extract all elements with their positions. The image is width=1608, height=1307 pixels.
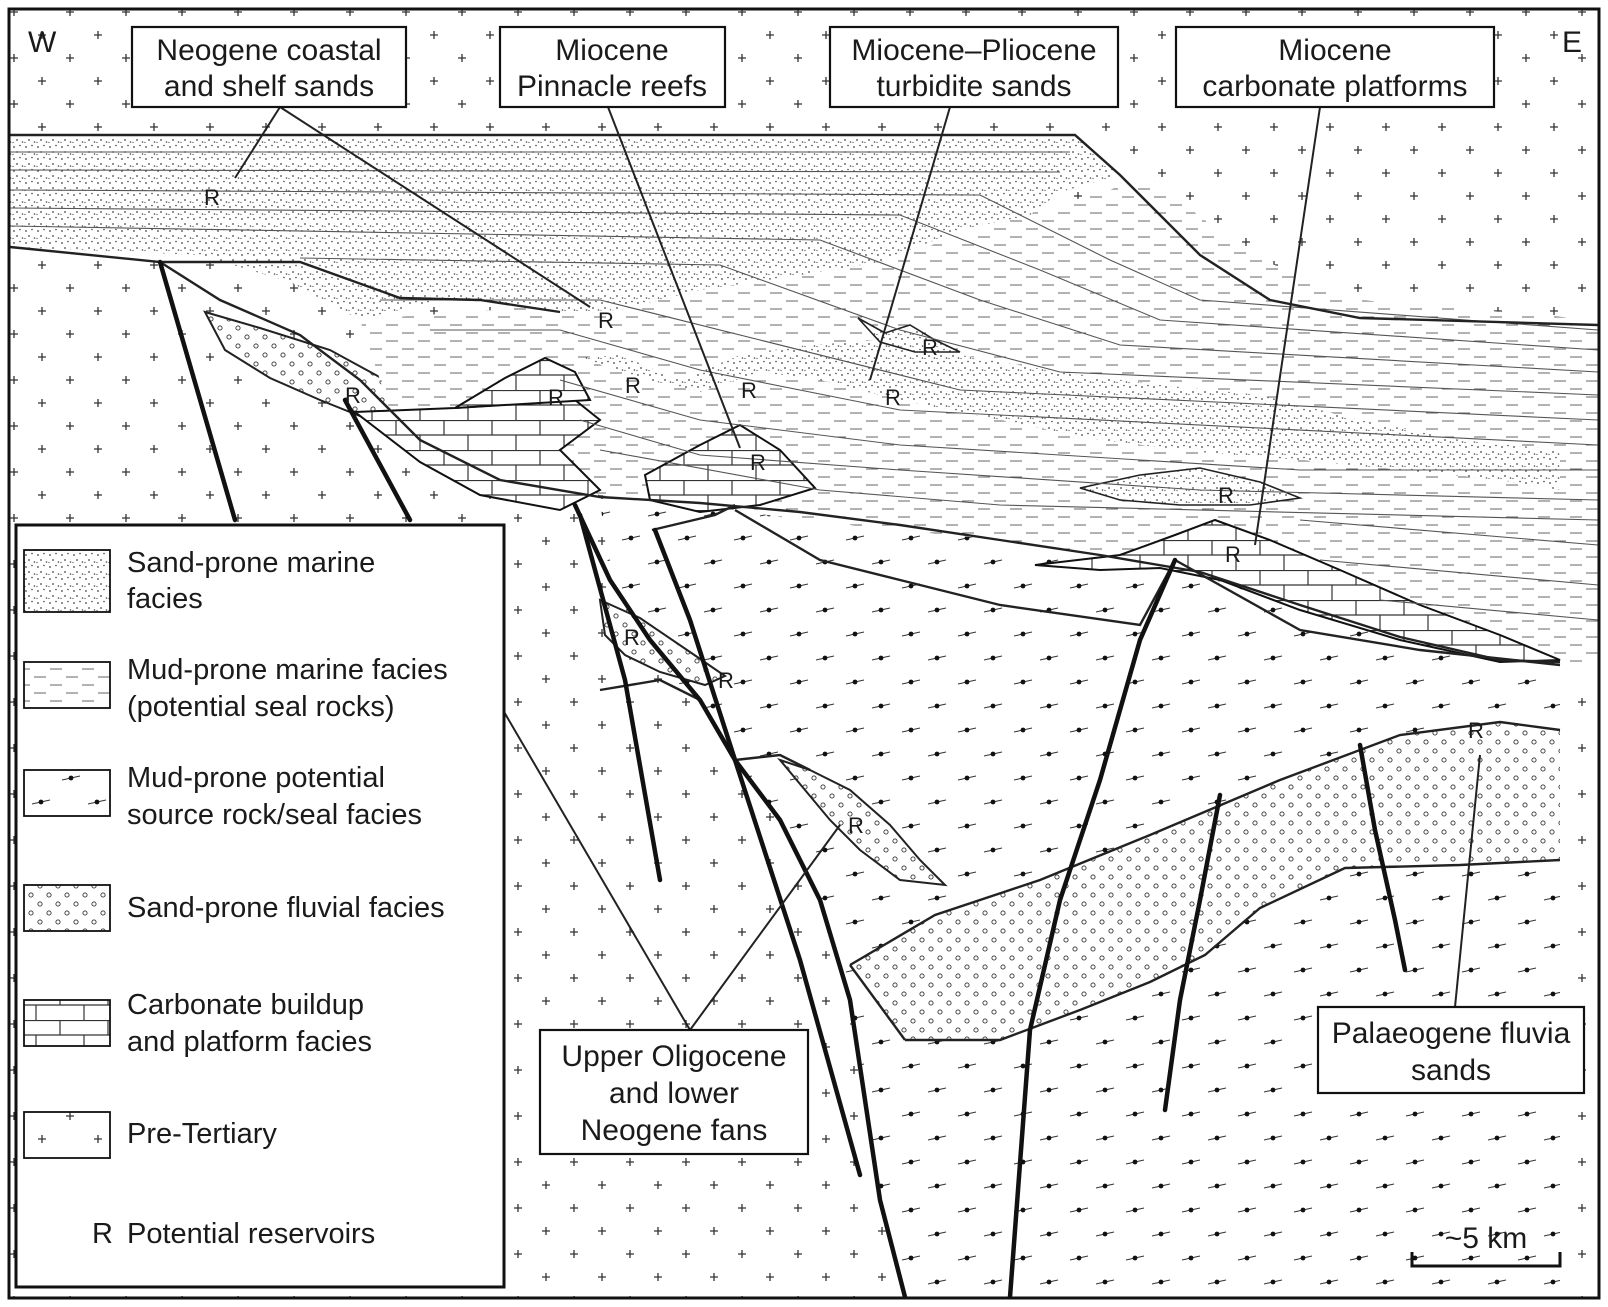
stratigraphic-boundaries [9,133,1599,1042]
callout-line: sands [1411,1054,1491,1087]
legend: Sand-prone marine facies Mud-prone marin… [14,523,506,1289]
callout-turbidite: Miocene–Pliocene turbidite sands [828,25,1120,109]
legend-label: Mud-prone marine facies [127,654,448,686]
reservoir-mark: R [718,668,734,693]
reservoir-mark: R [625,373,641,398]
legend-label: facies [127,583,203,615]
reservoir-mark: R [1468,718,1484,743]
legend-r-symbol: R [92,1218,113,1250]
legend-swatch-mud-source [23,769,111,817]
legend-label: source rock/seal facies [127,799,422,831]
callout-line: Miocene [555,34,668,67]
callout-line: Miocene–Pliocene [851,34,1096,67]
reservoir-mark: R [204,185,220,210]
callout-line: turbidite sands [876,70,1071,103]
callout-carbonate-platforms: Miocene carbonate platforms [1174,25,1496,109]
reservoir-mark: R [345,383,361,408]
reservoir-mark: R [548,385,564,410]
turbidite-lens-small [857,317,961,353]
fluvial-lens-center [776,757,948,887]
east-label: E [1562,26,1582,59]
mud-marine-unit [360,178,1598,665]
callout-neogene-coastal: Neogene coastal and shelf sands [130,25,408,109]
callout-line: Upper Oligocene [561,1040,786,1073]
callout-oligocene-fans: Upper Oligocene and lower Neogene fans [538,1028,810,1156]
reservoir-mark: R [741,378,757,403]
reservoir-mark: R [848,813,864,838]
faults [157,259,1408,1300]
legend-label: Mud-prone potential [127,762,385,794]
reservoir-mark: R [624,625,640,650]
fluvial-lens-west [598,598,728,687]
legend-swatch-sand-marine [23,549,111,613]
callout-palaeogene: Palaeogene fluvia sands [1316,1005,1586,1095]
legend-swatch-pretertiary [23,1111,111,1159]
callout-line: and lower [609,1077,739,1110]
pinnacle-reef-central [643,423,817,514]
legend-swatch-fluvial [23,884,111,932]
figure-frame [7,7,1601,1300]
reservoir-mark: R [750,450,766,475]
reservoir-mark: R [922,335,938,360]
callout-line: Miocene [1278,34,1391,67]
bedding-lines [9,151,1599,621]
callout-pinnacle-reefs: Miocene Pinnacle reefs [498,25,727,109]
scale-bar: ~5 km [1410,1222,1562,1268]
callout-line: carbonate platforms [1202,70,1467,103]
legend-label: Potential reservoirs [127,1218,375,1250]
west-label: W [28,26,57,59]
reservoir-mark: R [598,308,614,333]
leader-lines [234,106,1481,1031]
legend-swatch-mud-marine [23,661,111,709]
callout-line: and shelf sands [164,70,374,103]
turbidite-sand-belt [580,340,1560,490]
legend-label: (potential seal rocks) [127,691,395,723]
callout-line: Palaeogene fluvia [1332,1017,1571,1050]
carbonate-platform-east [1034,518,1561,664]
callout-line: Neogene coastal [156,34,381,67]
legend-label: Carbonate buildup [127,989,364,1021]
legend-label: Sand-prone marine [127,547,375,579]
legend-label: Pre-Tertiary [127,1118,277,1150]
turbidite-lens-east [1079,467,1304,506]
reservoir-mark: R [1218,483,1234,508]
callout-line: Pinnacle reefs [517,70,707,103]
reservoir-mark: R [1225,542,1241,567]
legend-label: Sand-prone fluvial facies [127,892,445,924]
pinnacle-reef-west [454,356,592,409]
callout-line: Neogene fans [581,1114,768,1147]
scale-bar-label: ~5 km [1445,1222,1528,1255]
reservoir-marks: R R R R R R R R R R R R R R R [204,185,1484,838]
legend-swatch-carbonate [23,999,111,1047]
neogene-shelf-sands [10,135,1120,320]
legend-label: and platform facies [127,1026,372,1058]
reservoir-mark: R [885,385,901,410]
